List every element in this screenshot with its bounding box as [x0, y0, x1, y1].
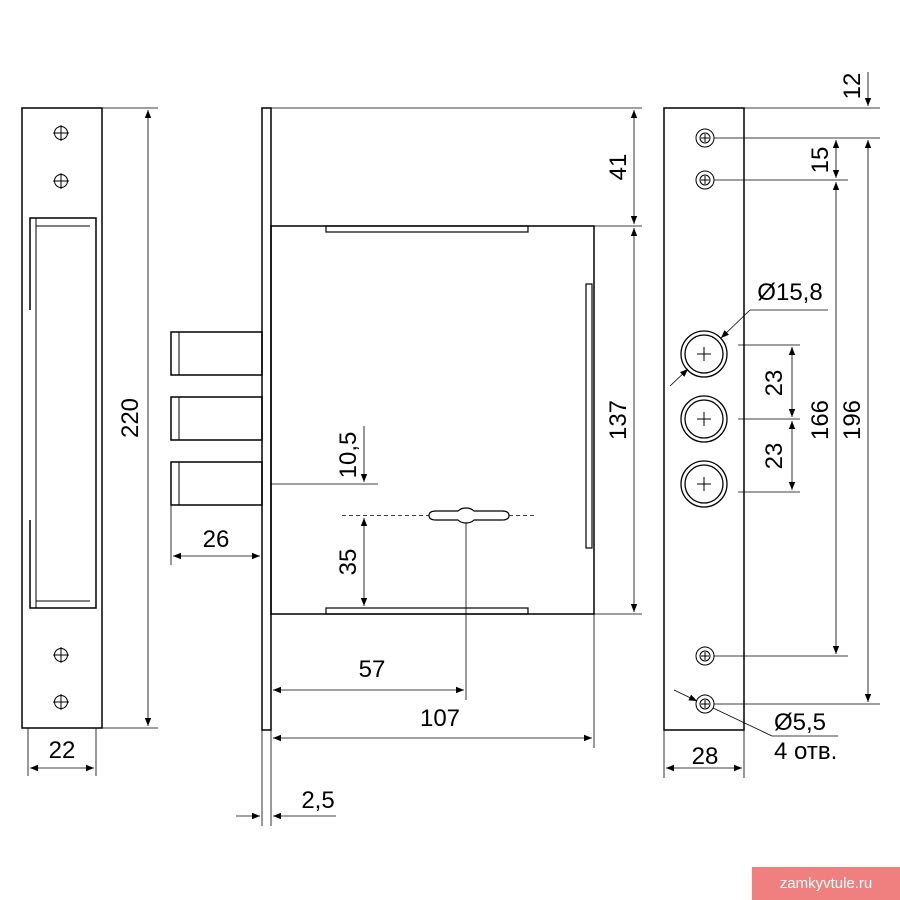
screw-hole-icon [53, 125, 69, 141]
strike-dimension-lines [27, 107, 158, 776]
bolt [170, 331, 263, 376]
cylinder-offset-down-label: 35 [335, 549, 362, 576]
bolt-spacing-2-label: 23 [761, 443, 788, 470]
case-rib-bottom [325, 607, 529, 615]
screw-hole-icon [53, 694, 69, 710]
screw-hole-icon [695, 694, 715, 714]
body-dimension-lines [170, 107, 642, 826]
watermark: zamkyvtule.ru [752, 867, 900, 900]
cylinder-offset-up-label: 10,5 [335, 432, 362, 479]
strike-width-label: 22 [49, 737, 76, 764]
strike-plate-pocket [29, 217, 97, 609]
case-rib-top [325, 225, 529, 233]
faceplate-thickness-label: 2,5 [301, 787, 334, 814]
faceplate-width-label: 28 [692, 743, 719, 770]
bolt [170, 461, 263, 506]
faceplate-dimension-lines [663, 72, 880, 778]
top-hole-offset-label: 12 [839, 73, 866, 100]
body-depth-label: 107 [420, 705, 460, 732]
strike-plate-outline [21, 107, 103, 729]
hole-diameter-label: Ø5,5 [774, 709, 826, 736]
hole-spacing-label: 15 [807, 147, 834, 174]
bolt [170, 396, 263, 441]
screw-hole-icon [53, 647, 69, 663]
keyhole-icon [428, 507, 510, 524]
bolt-opening-icon [680, 330, 728, 378]
screw-hole-icon [695, 646, 715, 666]
bolt-projection-label: 26 [203, 526, 230, 553]
bolt-opening-icon [680, 460, 728, 508]
strike-height-label: 220 [117, 398, 144, 438]
screw-hole-icon [53, 173, 69, 189]
lock-case [270, 225, 595, 615]
bolt-opening-icon [680, 395, 728, 443]
strike-plate-pocket-inner [35, 218, 90, 608]
case-rib-side [585, 283, 593, 549]
body-height-label: 137 [605, 400, 632, 440]
screw-hole-icon [695, 170, 715, 190]
strike-plate [21, 107, 103, 729]
screw-hole-icon [695, 128, 715, 148]
front-faceplate [663, 107, 745, 731]
bolt-diameter-label: Ø15,8 [757, 279, 822, 306]
lock-body [170, 107, 595, 731]
bolt-spacing-1-label: 23 [761, 370, 788, 397]
backset-label: 57 [359, 656, 386, 683]
faceplate [261, 107, 272, 731]
top-offset-label: 41 [605, 154, 632, 181]
hole-count-label: 4 отв. [774, 738, 837, 765]
holes-span-inner-label: 166 [807, 400, 834, 440]
holes-span-outer-label: 196 [839, 400, 866, 440]
